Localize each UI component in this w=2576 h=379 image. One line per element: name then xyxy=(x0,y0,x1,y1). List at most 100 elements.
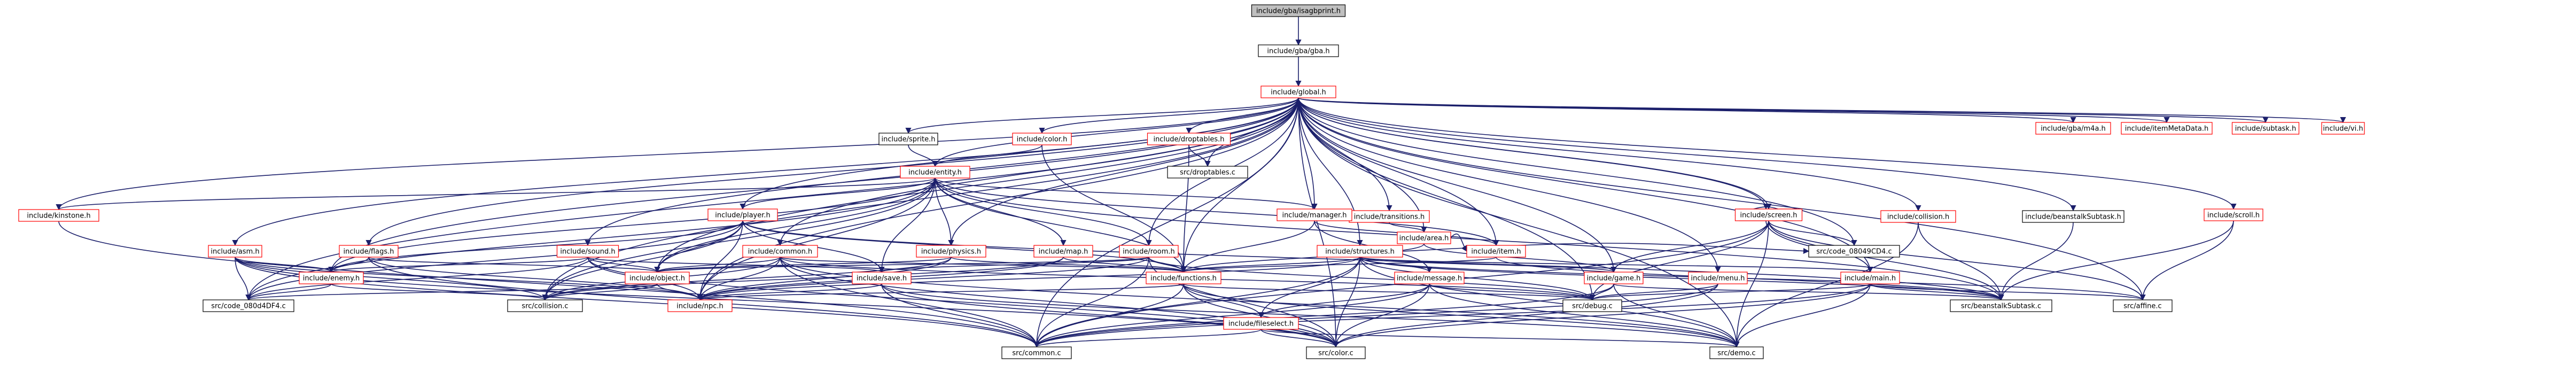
node-root[interactable]: include/gba/isagbprint.h xyxy=(1251,4,1346,17)
edge-asm-to-common_c xyxy=(235,257,1040,348)
node-label: include/object.h xyxy=(629,275,685,283)
node-physics[interactable]: include/physics.h xyxy=(916,245,986,258)
node-code080d[interactable]: src/code_080d4DF4.c xyxy=(203,299,294,312)
node-label: include/physics.h xyxy=(921,248,981,256)
node-label: include/room.h xyxy=(1123,248,1174,256)
node-box xyxy=(1394,272,1465,284)
node-sound[interactable]: include/sound.h xyxy=(556,245,619,258)
edge-object-to-code080d xyxy=(245,283,658,301)
edge-global-to-beanstalk_h xyxy=(1298,97,2076,212)
edge-asm-to-collision_c xyxy=(235,257,548,301)
node-box xyxy=(1397,231,1451,244)
node-area[interactable]: include/area.h xyxy=(1397,231,1451,244)
edge-functions-to-common_c xyxy=(1033,283,1184,348)
node-main[interactable]: include/main.h xyxy=(1840,272,1900,284)
node-fileselect[interactable]: include/fileselect.h xyxy=(1223,317,1299,330)
edge-global-to-screen xyxy=(1298,97,1772,210)
node-box xyxy=(2035,122,2111,135)
node-npc[interactable]: include/npc.h xyxy=(667,299,733,312)
node-subtask[interactable]: include/subtask.h xyxy=(2231,122,2300,135)
node-beanstalk_h[interactable]: include/beanstalkSubtask.h xyxy=(2022,210,2124,223)
edge-scroll-to-beanstalk_c xyxy=(1998,220,2234,301)
node-message[interactable]: include/message.h xyxy=(1394,272,1465,284)
node-m4a[interactable]: include/gba/m4a.h xyxy=(2035,122,2111,135)
edge-game-to-common_c xyxy=(1033,283,1614,348)
node-vi[interactable]: include/vi.h xyxy=(2321,122,2365,135)
node-map[interactable]: include/map.h xyxy=(1033,245,1093,258)
edge-collision_h-to-demo xyxy=(1733,222,1919,348)
node-color[interactable]: include/color.h xyxy=(1012,133,1072,145)
node-droptables_h[interactable]: include/droptables.h xyxy=(1147,133,1231,145)
node-droptables_c[interactable]: src/droptables.c xyxy=(1167,166,1248,179)
node-box xyxy=(2204,208,2263,221)
node-global[interactable]: include/global.h xyxy=(1260,86,1336,98)
node-scroll[interactable]: include/scroll.h xyxy=(2204,208,2263,221)
node-color_c[interactable]: src/color.c xyxy=(1306,346,1366,359)
node-common_c[interactable]: src/common.c xyxy=(1001,346,1072,359)
edge-screen-to-game xyxy=(1610,220,1769,273)
node-gba[interactable]: include/gba/gba.h xyxy=(1258,44,1339,57)
node-box xyxy=(1167,166,1248,179)
node-box xyxy=(507,299,583,312)
node-player[interactable]: include/player.h xyxy=(707,208,778,221)
node-beanstalk_c[interactable]: src/beanstalkSubtask.c xyxy=(1950,299,2052,312)
node-box xyxy=(2231,122,2300,135)
edge-global-to-sprite xyxy=(905,97,1299,134)
edge-entity-to-beanstalk_c xyxy=(935,177,2004,301)
node-box xyxy=(1223,317,1299,330)
edge-collision_h-to-beanstalk_c xyxy=(1918,222,2004,301)
node-transitions[interactable]: include/transitions.h xyxy=(1349,210,1430,223)
node-item[interactable]: include/item.h xyxy=(1466,245,1526,258)
node-menu[interactable]: include/menu.h xyxy=(1688,272,1748,284)
node-manager[interactable]: include/manager.h xyxy=(1277,208,1352,221)
node-label: include/global.h xyxy=(1271,89,1326,97)
edge-functions-to-fileselect xyxy=(1183,283,1264,319)
node-label: src/droptables.c xyxy=(1180,169,1235,177)
edge-save-to-common_c xyxy=(881,283,1040,348)
node-label: include/npc.h xyxy=(676,303,723,311)
node-object[interactable]: include/object.h xyxy=(625,272,690,284)
node-label: src/demo.c xyxy=(1717,350,1755,358)
node-room[interactable]: include/room.h xyxy=(1119,245,1179,258)
node-label: src/debug.c xyxy=(1572,303,1613,311)
node-box xyxy=(916,245,986,258)
node-sprite[interactable]: include/sprite.h xyxy=(878,133,938,145)
node-common_h[interactable]: include/common.h xyxy=(742,245,818,258)
node-box xyxy=(203,299,294,312)
edge-global-to-kinstone xyxy=(56,97,1299,211)
node-box xyxy=(1306,346,1366,359)
node-flags[interactable]: include/flags.h xyxy=(339,245,399,258)
node-kinstone[interactable]: include/kinstone.h xyxy=(18,209,99,222)
node-save[interactable]: include/save.h xyxy=(852,272,912,284)
edge-structures-to-demo xyxy=(1359,257,1740,348)
edge-main-to-beanstalk_c xyxy=(1870,283,2004,301)
edge-common_h-to-color_c xyxy=(780,257,1339,348)
node-box xyxy=(878,133,938,145)
node-box xyxy=(556,245,619,258)
edge-main-to-affine xyxy=(1870,283,2146,301)
edge-common_h-to-common_c xyxy=(780,257,1040,348)
edge-game-to-beanstalk_c xyxy=(1613,283,2004,301)
node-functions[interactable]: include/functions.h xyxy=(1146,272,1221,284)
edge-map-to-functions xyxy=(1063,257,1187,273)
node-entity[interactable]: include/entity.h xyxy=(900,166,970,179)
node-collision_c[interactable]: src/collision.c xyxy=(507,299,583,312)
node-label: src/affine.c xyxy=(2123,303,2161,311)
node-itemmeta[interactable]: include/itemMetaData.h xyxy=(2121,122,2213,135)
edge-entity-to-item xyxy=(935,177,1499,246)
node-label: include/droptables.h xyxy=(1153,136,1224,144)
node-code08049[interactable]: src/code_08049CD4.c xyxy=(1808,245,1900,258)
node-enemy[interactable]: include/enemy.h xyxy=(299,272,364,284)
node-structures[interactable]: include/structures.h xyxy=(1317,245,1403,258)
node-screen[interactable]: include/screen.h xyxy=(1734,208,1803,221)
node-label: include/collision.h xyxy=(1887,213,1949,221)
node-demo[interactable]: src/demo.c xyxy=(1709,346,1764,359)
edge-global-to-scroll xyxy=(1298,97,2237,210)
node-affine[interactable]: src/affine.c xyxy=(2113,299,2173,312)
node-label: include/scroll.h xyxy=(2207,212,2260,220)
node-collision_h[interactable]: include/collision.h xyxy=(1880,210,1956,223)
node-debug[interactable]: src/debug.c xyxy=(1562,299,1622,312)
edge-room-to-save xyxy=(878,257,1149,273)
node-asm[interactable]: include/asm.h xyxy=(208,245,262,258)
node-game[interactable]: include/game.h xyxy=(1584,272,1644,284)
